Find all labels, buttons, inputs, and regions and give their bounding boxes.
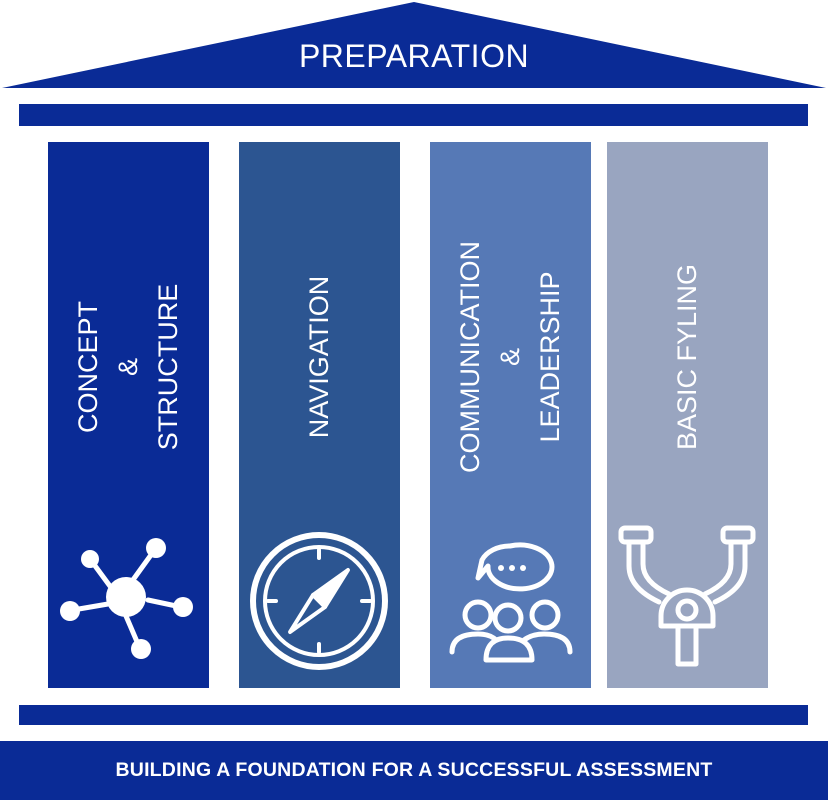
pillar-label: NAVIGATION	[239, 142, 400, 472]
pillar-label-text: BASIC FYLING	[667, 264, 707, 450]
pillar-label: CONCEPT & STRUCTURE	[48, 142, 209, 472]
compass-icon	[250, 532, 388, 670]
bottom-beam	[19, 705, 808, 725]
label-line: LEADERSHIP	[535, 271, 565, 443]
roof: PREPARATION	[0, 0, 828, 92]
control-yoke-icon	[618, 525, 756, 667]
pillar-label-text: CONCEPT & STRUCTURE	[68, 284, 188, 451]
top-beam	[19, 104, 808, 126]
label-line: COMMUNICATION	[455, 241, 485, 473]
group-chat-icon	[449, 542, 573, 663]
pillar-label: BASIC FYLING	[607, 142, 768, 472]
pillar-communication-leadership: COMMUNICATION & LEADERSHIP	[430, 142, 591, 688]
pillar-label: COMMUNICATION & LEADERSHIP	[430, 142, 591, 473]
roof-title: PREPARATION	[298, 38, 530, 74]
label-line: NAVIGATION	[304, 275, 334, 439]
pillar-navigation: NAVIGATION	[239, 142, 400, 688]
roof-shape	[2, 2, 826, 88]
pillar-label-text: NAVIGATION	[299, 276, 339, 439]
network-hub-icon	[60, 538, 193, 659]
pillar-basic-flying: BASIC FYLING	[607, 142, 768, 688]
label-line: STRUCTURE	[153, 283, 183, 451]
pillar-label-text: COMMUNICATION & LEADERSHIP	[450, 241, 570, 473]
pillar-concept-structure: CONCEPT & STRUCTURE	[48, 142, 209, 688]
label-line: &	[113, 358, 143, 377]
label-line: &	[495, 347, 525, 367]
label-line: BASIC FYLING	[672, 263, 702, 451]
foundation-banner: BUILDING A FOUNDATION FOR A SUCCESSFUL A…	[0, 741, 828, 800]
label-line: CONCEPT	[73, 301, 103, 434]
